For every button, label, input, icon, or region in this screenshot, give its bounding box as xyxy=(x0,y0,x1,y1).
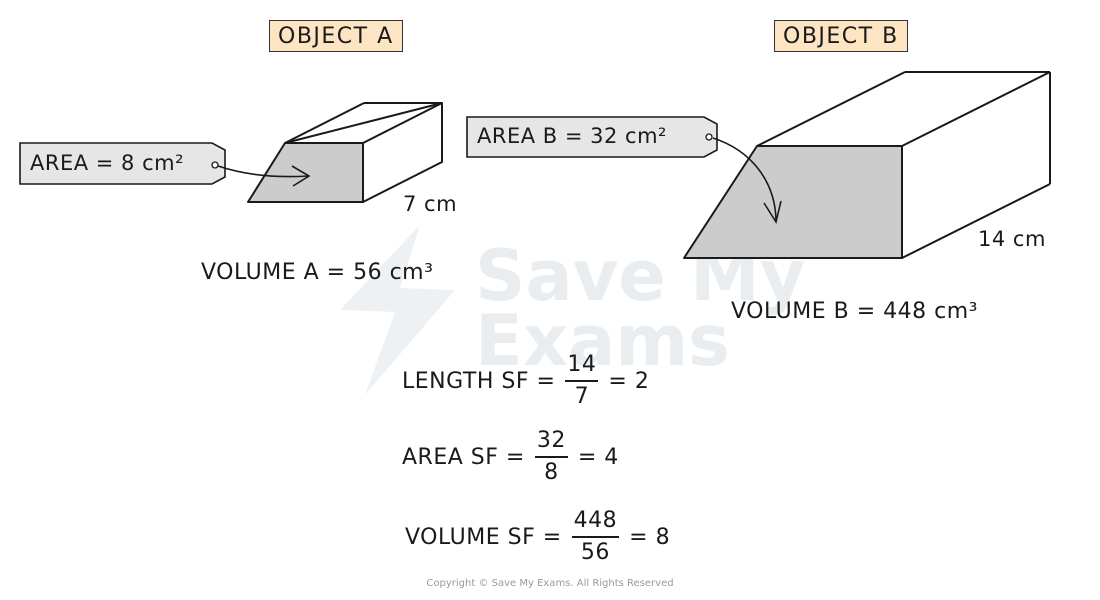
tag-b-hole-icon xyxy=(705,133,713,141)
prism-a xyxy=(247,102,443,203)
prism-b-top-edge xyxy=(901,71,1051,147)
object-b-title: OBJECT B xyxy=(774,20,908,52)
length-sf-equation: LENGTH SF = 14 7 = 2 xyxy=(402,352,649,410)
volume-sf-result: = 8 xyxy=(629,524,671,550)
prism-b xyxy=(683,71,1051,259)
area-sf-denominator: 8 xyxy=(544,460,559,485)
area-a-label: AREA = 8 cm² xyxy=(30,151,184,175)
area-sf-numerator: 32 xyxy=(534,428,568,458)
tag-a-arrowhead-icon xyxy=(291,165,311,187)
volume-sf-denominator: 56 xyxy=(580,540,610,565)
tag-a xyxy=(19,142,311,187)
watermark-line2: Exams xyxy=(475,300,730,382)
area-sf-equation: AREA SF = 32 8 = 4 xyxy=(402,428,619,486)
length-b-label: 14 cm xyxy=(978,227,1046,251)
area-b-label: AREA B = 32 cm² xyxy=(477,124,667,148)
tag-b-arrow xyxy=(712,137,777,221)
prism-b-back-top xyxy=(756,71,906,147)
tag-b xyxy=(466,116,782,225)
volume-sf-fraction: 448 56 xyxy=(571,508,620,566)
length-sf-result: = 2 xyxy=(608,368,650,394)
tag-b-arrowhead-icon xyxy=(763,200,782,225)
length-sf-numerator: 14 xyxy=(565,352,599,382)
volume-sf-equation: VOLUME SF = 448 56 = 8 xyxy=(405,508,670,566)
prism-a-top-edge xyxy=(362,102,443,144)
volume-sf-label: VOLUME SF = xyxy=(405,524,562,550)
prism-a-front-face xyxy=(247,142,364,203)
copyright-text: Copyright © Save My Exams. All Rights Re… xyxy=(426,578,674,589)
length-sf-fraction: 14 7 xyxy=(565,352,599,410)
area-sf-fraction: 32 8 xyxy=(534,428,568,486)
length-sf-label: LENGTH SF = xyxy=(402,368,556,394)
length-a-label: 7 cm xyxy=(403,192,458,216)
volume-sf-numerator: 448 xyxy=(571,508,620,538)
tag-b-shape xyxy=(466,116,718,158)
prism-b-bottom-edge xyxy=(901,183,1051,259)
volume-b-label: VOLUME B = 448 cm³ xyxy=(731,299,978,324)
area-sf-result: = 4 xyxy=(577,444,619,470)
length-sf-denominator: 7 xyxy=(574,384,590,409)
watermark-bolt-icon xyxy=(340,225,455,395)
volume-a-label: VOLUME A = 56 cm³ xyxy=(201,260,434,285)
object-a-title: OBJECT A xyxy=(269,20,403,52)
prism-b-front-face xyxy=(683,145,903,259)
tag-a-arrow xyxy=(217,165,309,178)
prism-a-back-top xyxy=(284,102,365,144)
tag-a-shape xyxy=(19,142,226,185)
area-sf-label: AREA SF = xyxy=(402,444,525,470)
tag-a-hole-icon xyxy=(211,161,219,169)
prism-a-top-edges xyxy=(284,102,443,203)
